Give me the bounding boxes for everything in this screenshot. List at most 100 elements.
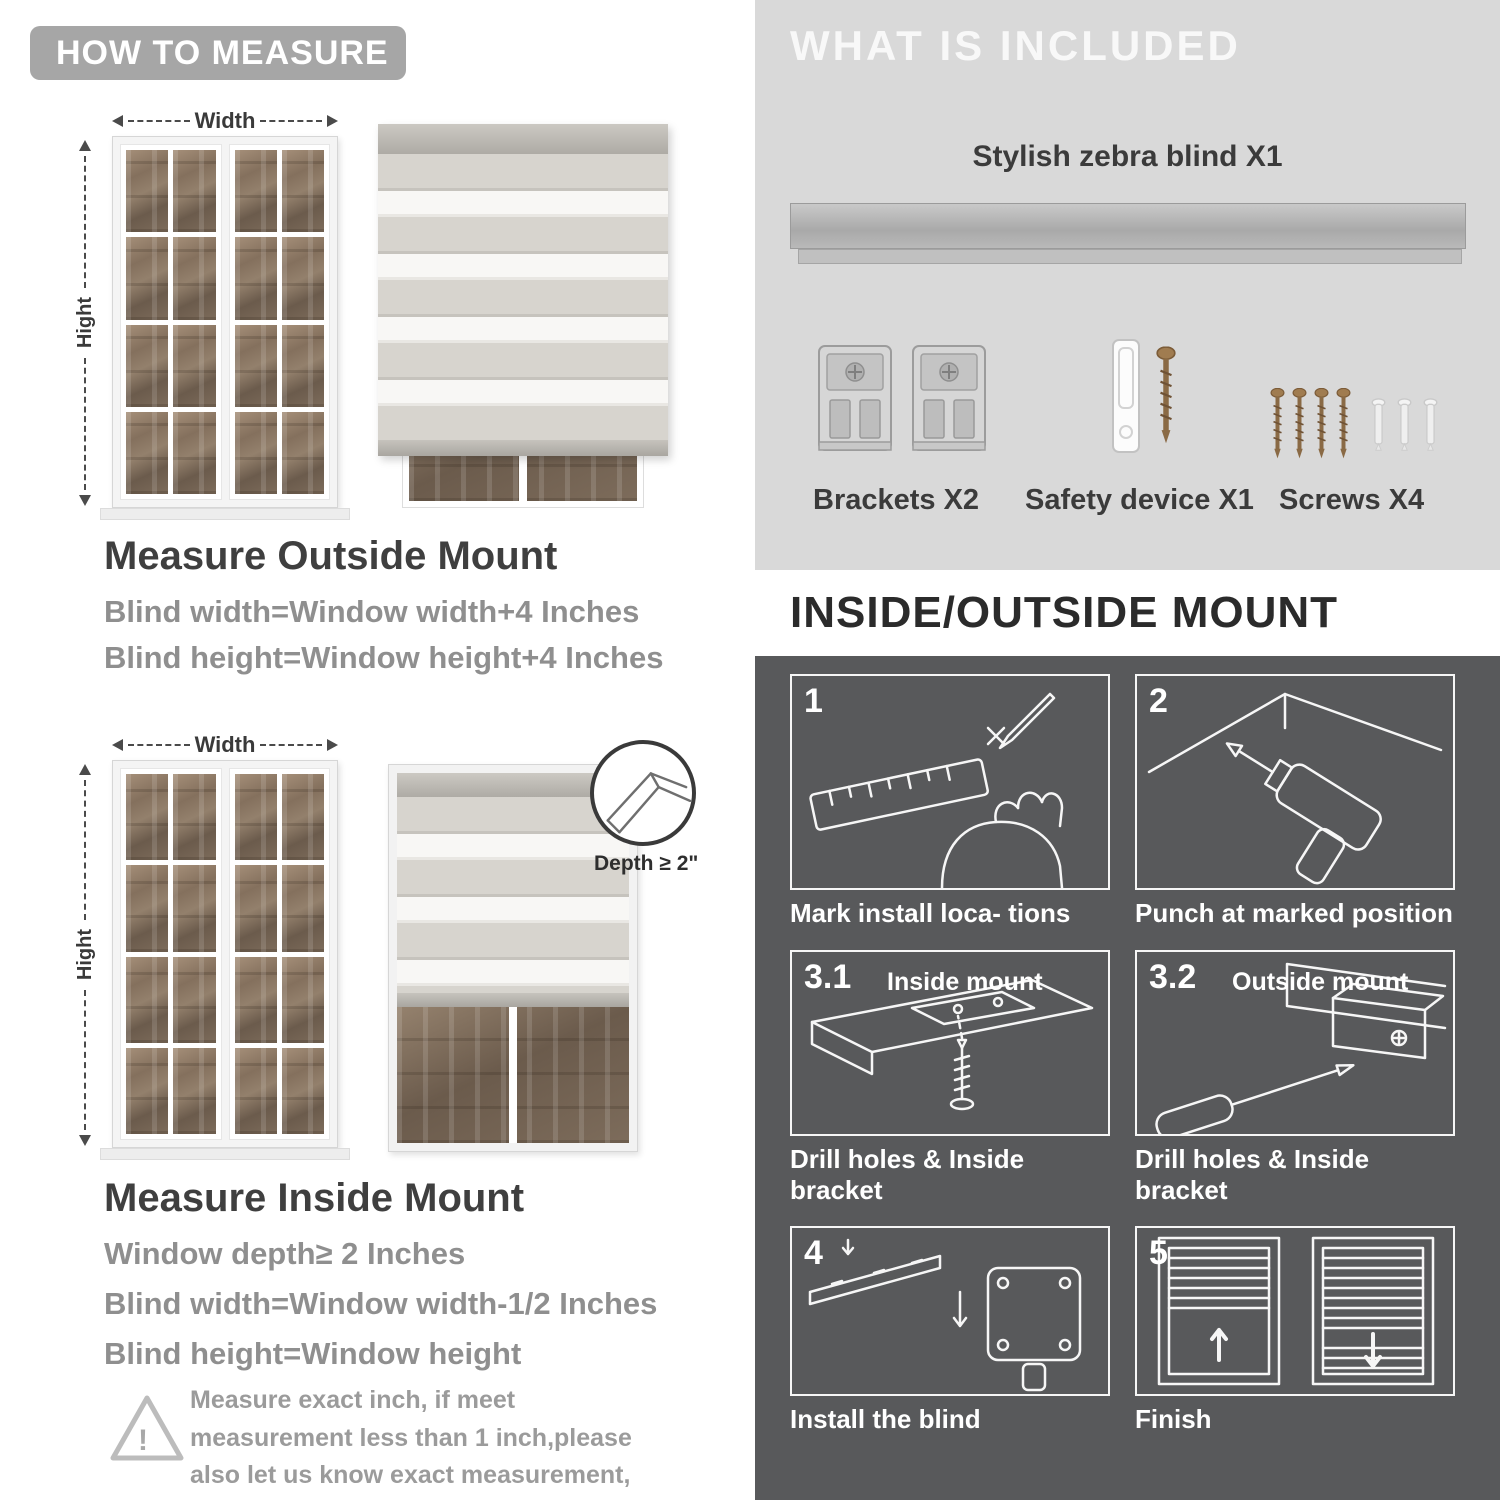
step2-illustration (1147, 692, 1443, 885)
window-sashes (120, 768, 330, 1140)
window-pane (126, 150, 169, 233)
arrow-head-up (79, 764, 91, 775)
window-pane (126, 956, 169, 1043)
step-number: 1 (804, 682, 823, 720)
window-pane (281, 865, 324, 952)
bracket-icon (907, 340, 991, 460)
inside-mount-rule-3: Blind height=Window height (104, 1336, 522, 1371)
inside-mount-blind-figure (388, 764, 638, 1152)
window-pane (126, 865, 169, 952)
depth-label: Depth ≥ 2" (594, 852, 699, 875)
window-pane (173, 865, 216, 952)
arrow-head-left (112, 115, 123, 127)
step-number: 2 (1149, 682, 1168, 720)
window-pane (234, 774, 277, 861)
zebra-blind-outside (378, 124, 668, 456)
arrow-line (128, 744, 190, 746)
step-inner-label: Inside mount (887, 968, 1043, 996)
blind-stripes (397, 797, 629, 993)
step-panel-3-1: 3.1 Inside mount (790, 950, 1110, 1136)
arrow-line (84, 780, 86, 921)
window-pane (234, 324, 277, 407)
window-pane (281, 237, 324, 320)
outside-mount-rule-2: Blind height=Window height+4 Inches (104, 640, 664, 675)
step3-1-illustration (810, 978, 1094, 1111)
how-to-measure-banner: HOW TO MEASURE (30, 26, 406, 80)
window-pane (126, 774, 169, 861)
window-pane (234, 150, 277, 233)
window-pane (281, 774, 324, 861)
arrow-head-right (327, 739, 339, 751)
window-pane (173, 237, 216, 320)
how-to-measure-title: HOW TO MEASURE (56, 33, 389, 72)
outside-mount-title: Measure Outside Mount (104, 534, 558, 578)
step-caption-4: Install the blind (790, 1404, 981, 1434)
what-is-included-section: WHAT IS INCLUDED Stylish zebra blind X1 … (755, 0, 1500, 570)
step-panel-2: 2 (1135, 674, 1455, 890)
safety-device-label: Safety device X1 (1025, 484, 1254, 516)
step5-illustration (1157, 1236, 1435, 1386)
safety-device-icon (1112, 339, 1140, 453)
warning-exclamation: ! (138, 1424, 148, 1457)
step-caption-5: Finish (1135, 1404, 1212, 1434)
what-is-included-title: WHAT IS INCLUDED (790, 22, 1241, 69)
warning-triangle-icon (110, 1395, 184, 1461)
step-panel-5: 5 (1135, 1226, 1455, 1396)
depth-callout-circle (590, 740, 696, 846)
window-pane (234, 956, 277, 1043)
window-pane (234, 1047, 277, 1134)
arrow-head-down (79, 495, 91, 506)
outside-mount-blind-figure (378, 124, 668, 510)
blind-headrail (378, 124, 668, 154)
bracket-icon (813, 340, 897, 460)
window-pane (173, 774, 216, 861)
step-caption-3-1: Drill holes & Inside bracket (790, 1144, 1025, 1205)
step-number: 4 (804, 1234, 823, 1272)
brackets-label: Brackets X2 (813, 484, 980, 516)
inside-outside-mount-title: INSIDE/OUTSIDE MOUNT (790, 588, 1339, 637)
outside-mount-rule-1: Blind width=Window width+4 Inches (104, 594, 640, 629)
window-sash (228, 144, 330, 500)
window-pane (173, 150, 216, 233)
arrow-line (84, 989, 86, 1130)
step4-illustration (808, 1238, 1082, 1392)
step1-illustration (809, 692, 1064, 888)
headrail-image (790, 203, 1466, 249)
step-inner-label: Outside mount (1232, 968, 1409, 996)
arrow-head-left (112, 739, 123, 751)
arrow-head-up (79, 140, 91, 151)
step3-2-illustration (1155, 962, 1447, 1134)
window-pane (234, 865, 277, 952)
window-pane (281, 324, 324, 407)
window-sash (120, 144, 222, 500)
window-sill (100, 1148, 350, 1160)
window-pane (234, 411, 277, 494)
arrow-head-right (327, 115, 339, 127)
step-caption-2: Punch at marked position (1135, 898, 1453, 928)
window-illustration-inside (112, 760, 338, 1148)
step-caption-1: Mark install loca- tions (790, 898, 1071, 928)
inside-window-cavity (397, 773, 629, 1143)
measurement-note: Measure exact inch, if meet measurement … (190, 1386, 632, 1500)
step-caption-3-2: Drill holes & Inside bracket (1135, 1144, 1370, 1205)
window-pane (234, 237, 277, 320)
window-pane (126, 1047, 169, 1134)
window-sash (120, 768, 222, 1140)
window-pane (173, 411, 216, 494)
mount-steps-section: 1 2 Mark install loca- tion (755, 656, 1500, 1500)
window-sash (228, 768, 330, 1140)
step-number: 3.2 (1149, 958, 1197, 996)
headrail-lip (798, 249, 1462, 264)
height-label: Hight (73, 929, 96, 981)
arrow-line (260, 120, 323, 122)
width-arrow-outside: Width (112, 108, 339, 133)
step-panel-4: 4 (790, 1226, 1110, 1396)
height-arrow-outside: Hight (72, 140, 98, 506)
step-number: 3.1 (804, 958, 852, 996)
blind-stripes (378, 154, 668, 440)
width-label: Width (194, 732, 256, 757)
window-illustration-outside (112, 136, 338, 508)
window-pane (173, 1047, 216, 1134)
window-pane (281, 956, 324, 1043)
